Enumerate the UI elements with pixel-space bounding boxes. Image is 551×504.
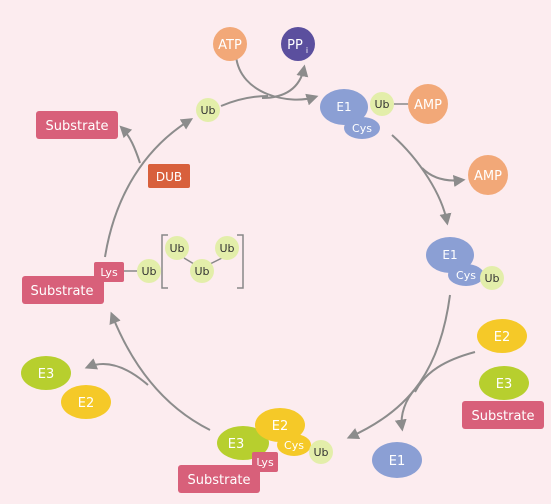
svg-text:DUB: DUB [156,170,182,184]
svg-text:Ub: Ub [141,265,156,278]
svg-text:Ub: Ub [194,265,209,278]
free-ub-node: Ub [196,98,220,122]
svg-text:E1: E1 [442,248,457,262]
svg-text:i: i [306,46,308,55]
svg-text:E1: E1 [389,454,406,469]
svg-text:Cys: Cys [456,269,476,282]
svg-text:ATP: ATP [218,38,242,53]
released-e3-node: E3 [21,356,71,390]
arrow-atp-to-e1 [235,55,319,106]
arrow-to-free-substrate [119,125,141,164]
svg-text:Substrate: Substrate [187,473,250,488]
e2-e3-substrate-complex: E3 E2 Cys Ub Lys Substrate [178,408,333,493]
incoming-e3-substrate: E3 Substrate [462,366,544,429]
svg-text:Ub: Ub [484,272,499,285]
svg-text:E2: E2 [78,396,95,411]
svg-text:E3: E3 [228,437,245,452]
svg-text:E1: E1 [336,100,351,114]
arrow-to-ppi [261,64,309,99]
arrow-to-amp [421,167,466,187]
released-amp-node: AMP [468,155,508,195]
svg-text:Lys: Lys [256,456,274,469]
e1-ub-thioester: E1 Cys Ub [426,237,504,290]
svg-text:Ub: Ub [374,98,389,111]
svg-text:Ub: Ub [313,446,328,459]
svg-text:Ub: Ub [200,104,215,117]
incoming-e2: E2 [477,319,527,353]
svg-text:PP: PP [287,38,303,53]
arrow-ub-join [220,95,269,107]
svg-text:E2: E2 [494,330,511,345]
svg-text:E2: E2 [272,419,289,434]
svg-text:Substrate: Substrate [30,284,93,299]
svg-text:AMP: AMP [474,169,502,184]
ppi-node: PP i [281,27,315,61]
svg-text:E3: E3 [38,367,55,382]
released-e1-node: E1 [372,442,422,478]
e1-ub-amp-complex: E1 Cys Ub AMP [320,84,448,139]
cycle-arrows [84,55,476,440]
svg-text:Substrate: Substrate [471,409,534,424]
svg-text:AMP: AMP [414,98,442,113]
svg-text:Cys: Cys [284,439,304,452]
svg-text:Lys: Lys [100,266,118,279]
arrow-joining-e2-e3 [414,351,476,393]
arrow-e2-e3-release [84,358,149,386]
free-substrate: Substrate [36,111,118,139]
dub-label: DUB [148,164,190,188]
arrow-e1-to-thioester [391,134,452,226]
svg-text:Ub: Ub [169,242,184,255]
svg-text:Substrate: Substrate [45,119,108,134]
arrow-to-polyub [109,311,211,431]
polyubiquitinated-substrate: Substrate Lys Ub Ub Ub Ub [22,234,244,304]
arrow-e1-release [394,387,417,432]
svg-text:E3: E3 [496,377,513,392]
svg-text:Ub: Ub [219,242,234,255]
released-e2-node: E2 [61,385,111,419]
arrow-to-ub [104,118,194,258]
svg-text:Cys: Cys [352,122,372,135]
atp-node: ATP [213,27,247,61]
